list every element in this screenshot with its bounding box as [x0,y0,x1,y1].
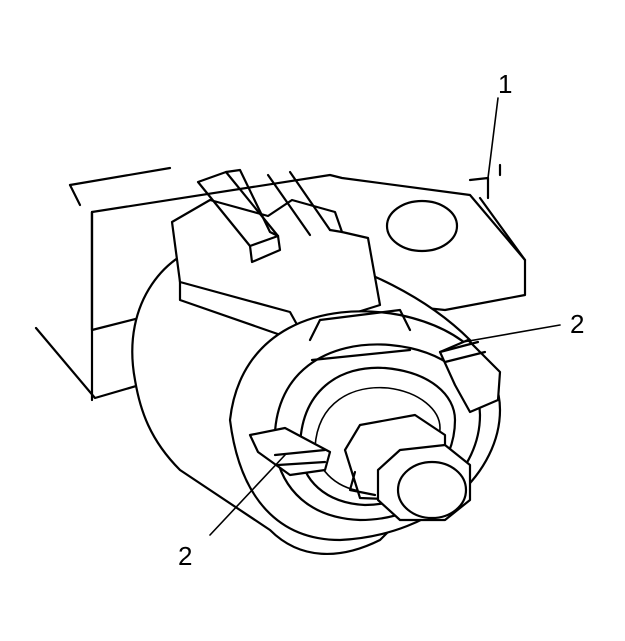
callout-1: 1 [498,69,512,99]
hex-terminal [343,413,472,522]
port-hole [385,199,459,253]
callout-2-right: 2 [570,309,584,339]
callout-2-left: 2 [178,541,192,571]
retainer-clip-right [438,338,502,414]
leader-lines [209,97,561,536]
retainer-clip-left [248,426,332,477]
